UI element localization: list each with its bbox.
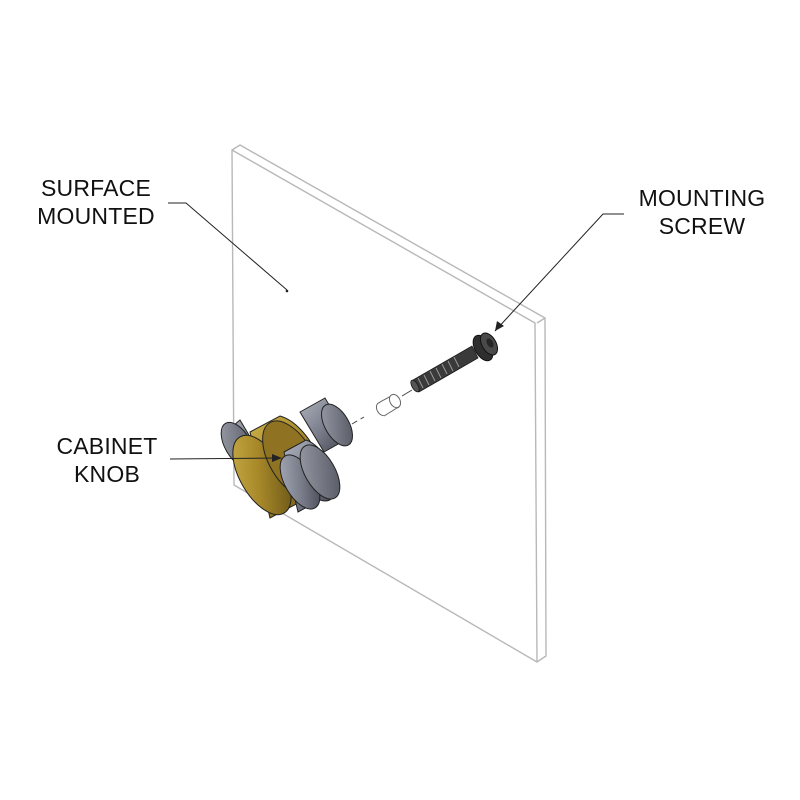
- cabinet-knob-label: CABINET KNOB: [56, 433, 158, 487]
- knob-leader-line: [169, 454, 282, 462]
- insert-icon: [375, 393, 402, 417]
- screw-leader-line: [494, 213, 624, 332]
- mounting-screw-label: MOUNTING SCREW: [638, 185, 766, 239]
- cabinet-knob-icon: [220, 397, 353, 519]
- screw-icon: [410, 332, 499, 393]
- axis-centerline: [351, 389, 413, 425]
- surface-leader-line: [168, 202, 289, 293]
- surface-mounted-label: SURFACE MOUNTED: [37, 175, 155, 229]
